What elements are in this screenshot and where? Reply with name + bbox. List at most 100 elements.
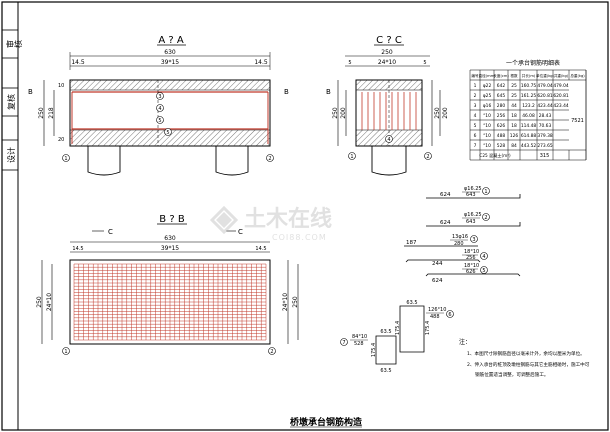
stirrup-6-bottom: 488 — [430, 314, 440, 320]
view-bb-marker: 1 — [64, 349, 67, 355]
table-cell: 488 — [497, 133, 506, 139]
view-bb-mesh — [73, 263, 267, 341]
bar-5-len: 624 — [432, 278, 443, 284]
view-aa-markers: 1 3 4 5 5 2 — [62, 92, 274, 162]
stirrup-7-top: 84°10 — [352, 334, 367, 340]
view-cc-title: C ? C — [376, 35, 402, 46]
view-cc-markers: 1 4 2 — [348, 135, 432, 160]
bar-3-top: 13φ16 — [452, 234, 468, 240]
view-cc-height-outer: 250 — [332, 107, 339, 119]
sidebar-label-fuhe: 复核 — [6, 94, 16, 110]
table-cell: °10 — [483, 143, 491, 149]
view-cc-verticals — [361, 92, 417, 130]
table-cell: 280 — [497, 103, 506, 109]
table-header-cell: 根数 — [510, 73, 518, 78]
view-cc-section-left: B — [326, 88, 331, 96]
view-aa-tick-bot: 20 — [58, 137, 64, 143]
table-cell: 18 — [511, 113, 517, 119]
view-bb-spacing: 39*15 — [161, 245, 179, 252]
table-cell: 84 — [511, 143, 517, 149]
bar-5-num: 5 — [482, 268, 485, 274]
bar-4-len: 244 — [432, 261, 443, 267]
stirrup-6-dim-top: 63.5 — [406, 300, 417, 306]
table-header-cell: 长度(cm) — [493, 73, 509, 78]
table-cell: 479.04 — [553, 83, 569, 89]
table-cell: φ25 — [483, 93, 492, 99]
view-bb-section-right: C — [238, 228, 243, 236]
stirrup-6-top: 126°10 — [428, 307, 446, 313]
bar-4-num: 4 — [482, 254, 485, 260]
table-cell: °10 — [483, 113, 491, 119]
view-cc-height-inner-right: 200 — [442, 107, 449, 119]
view-aa-marker: 2 — [268, 156, 271, 162]
table-cell: 273.65 — [537, 143, 553, 149]
stirrup-7: 84°10 528 7 63.5 175.4 63.5 — [340, 329, 397, 374]
table-footer-label: C25 混凝土(m³) — [479, 152, 511, 159]
sidebar-label-shenhe: 审核 — [5, 40, 23, 49]
table-header-cell: 编号 — [471, 73, 479, 78]
table-cell: 7 — [474, 143, 477, 149]
table-cell: φ22 — [483, 83, 492, 89]
view-aa-right-end: 14.5 — [254, 59, 268, 66]
table-cell: 256 — [497, 113, 506, 119]
bar-3-len: 187 — [406, 240, 417, 246]
notes-line-1: 1、本图尺寸除钢筋直径以毫米计外，余均以厘米为单位。 — [467, 350, 585, 357]
notes-line-2: 2、伸入承台的桩顶及墩柱钢筋与其它主筋相碰时，施工中可 — [467, 361, 590, 368]
notes: 注： 1、本图尺寸除钢筋直径以毫米计外，余均以厘米为单位。 2、伸入承台的桩顶及… — [459, 338, 590, 378]
view-bb-height-inner: 24*10 — [46, 293, 53, 311]
bar-2: 624 φ16.25 643 2 — [426, 212, 521, 227]
bar-5: 624 18°10 626 5 — [425, 263, 521, 284]
table-cell: 423.44 — [537, 103, 553, 109]
table-cell: 28.43 — [539, 113, 552, 119]
watermark-main: 土木在线 — [244, 206, 332, 232]
table-header-cell: 直径(mm) — [479, 73, 497, 78]
view-bb-section-left: C — [108, 228, 113, 236]
view-bb-outline — [69, 259, 271, 345]
table-cell: 126 — [510, 133, 519, 139]
table-cell: 614.88 — [521, 133, 537, 139]
sidebar-box-shenhe — [1, 29, 19, 59]
view-aa-height-inner: 218 — [48, 107, 55, 119]
view-cc-height-outer-right: 250 — [434, 107, 441, 119]
table-cell: φ16 — [483, 103, 492, 109]
stirrup-7-num: 7 — [342, 340, 345, 346]
stirrup-7-dim-left: 175.4 — [371, 343, 377, 357]
view-cc-marker: 1 — [350, 154, 353, 160]
stirrup-6-num: 6 — [448, 312, 451, 318]
view-aa-left-end: 14.5 — [71, 59, 85, 66]
table-cell: 528 — [497, 143, 506, 149]
table-cell: 123.2 — [522, 103, 535, 109]
table-grand-total: 7521 — [571, 118, 584, 124]
bar-4: 244 18°10 256 4 — [405, 249, 488, 267]
view-cc-height-inner: 200 — [340, 107, 347, 119]
view-cc-total-width: 250 — [381, 49, 393, 56]
sidebar-box-fuhe — [1, 87, 19, 117]
rebar-table-title: 一个承台钢筋明细表 — [506, 59, 560, 67]
table-cell: 6 — [474, 133, 477, 139]
table-cell: °10 — [483, 123, 491, 129]
view-cc-spacing: 24*10 — [378, 59, 396, 66]
table-cell: 46.08 — [522, 113, 535, 119]
table-cell: °10 — [483, 133, 491, 139]
stirrup-6: 63.5 175.4 175.4 126°10 488 6 — [395, 300, 454, 353]
bar-2-num: 2 — [484, 215, 487, 221]
view-aa-marker: 5 — [166, 130, 169, 136]
watermark: 土木在线 COI88.COM — [209, 205, 332, 242]
view-aa-marker: 5 — [158, 118, 161, 124]
view-aa-marker: 1 — [64, 156, 67, 162]
view-aa-total-width: 630 — [164, 49, 176, 56]
table-header-cell: 共重(kg) — [554, 73, 569, 78]
bar-4-bottom: 256 — [466, 255, 476, 261]
view-aa-marker: 3 — [158, 94, 161, 100]
stirrup-6-dim-right: 175.4 — [425, 321, 431, 335]
view-bb-right-end: 14.5 — [255, 246, 266, 252]
bar-3-bottom: 280 — [454, 241, 464, 247]
stirrup-7-dim-bottom: 63.5 — [380, 368, 391, 374]
view-aa-pile-right — [215, 146, 249, 176]
view-bb-height-outer-right: 250 — [292, 296, 299, 308]
view-aa-pile-left — [87, 146, 121, 176]
view-aa-top-hatch — [69, 79, 271, 91]
view-cc: C ? C 250 5 24*10 5 250 200 250 200 B 1 — [326, 35, 449, 176]
sidebar-label-sheji: 设计 — [6, 147, 16, 163]
